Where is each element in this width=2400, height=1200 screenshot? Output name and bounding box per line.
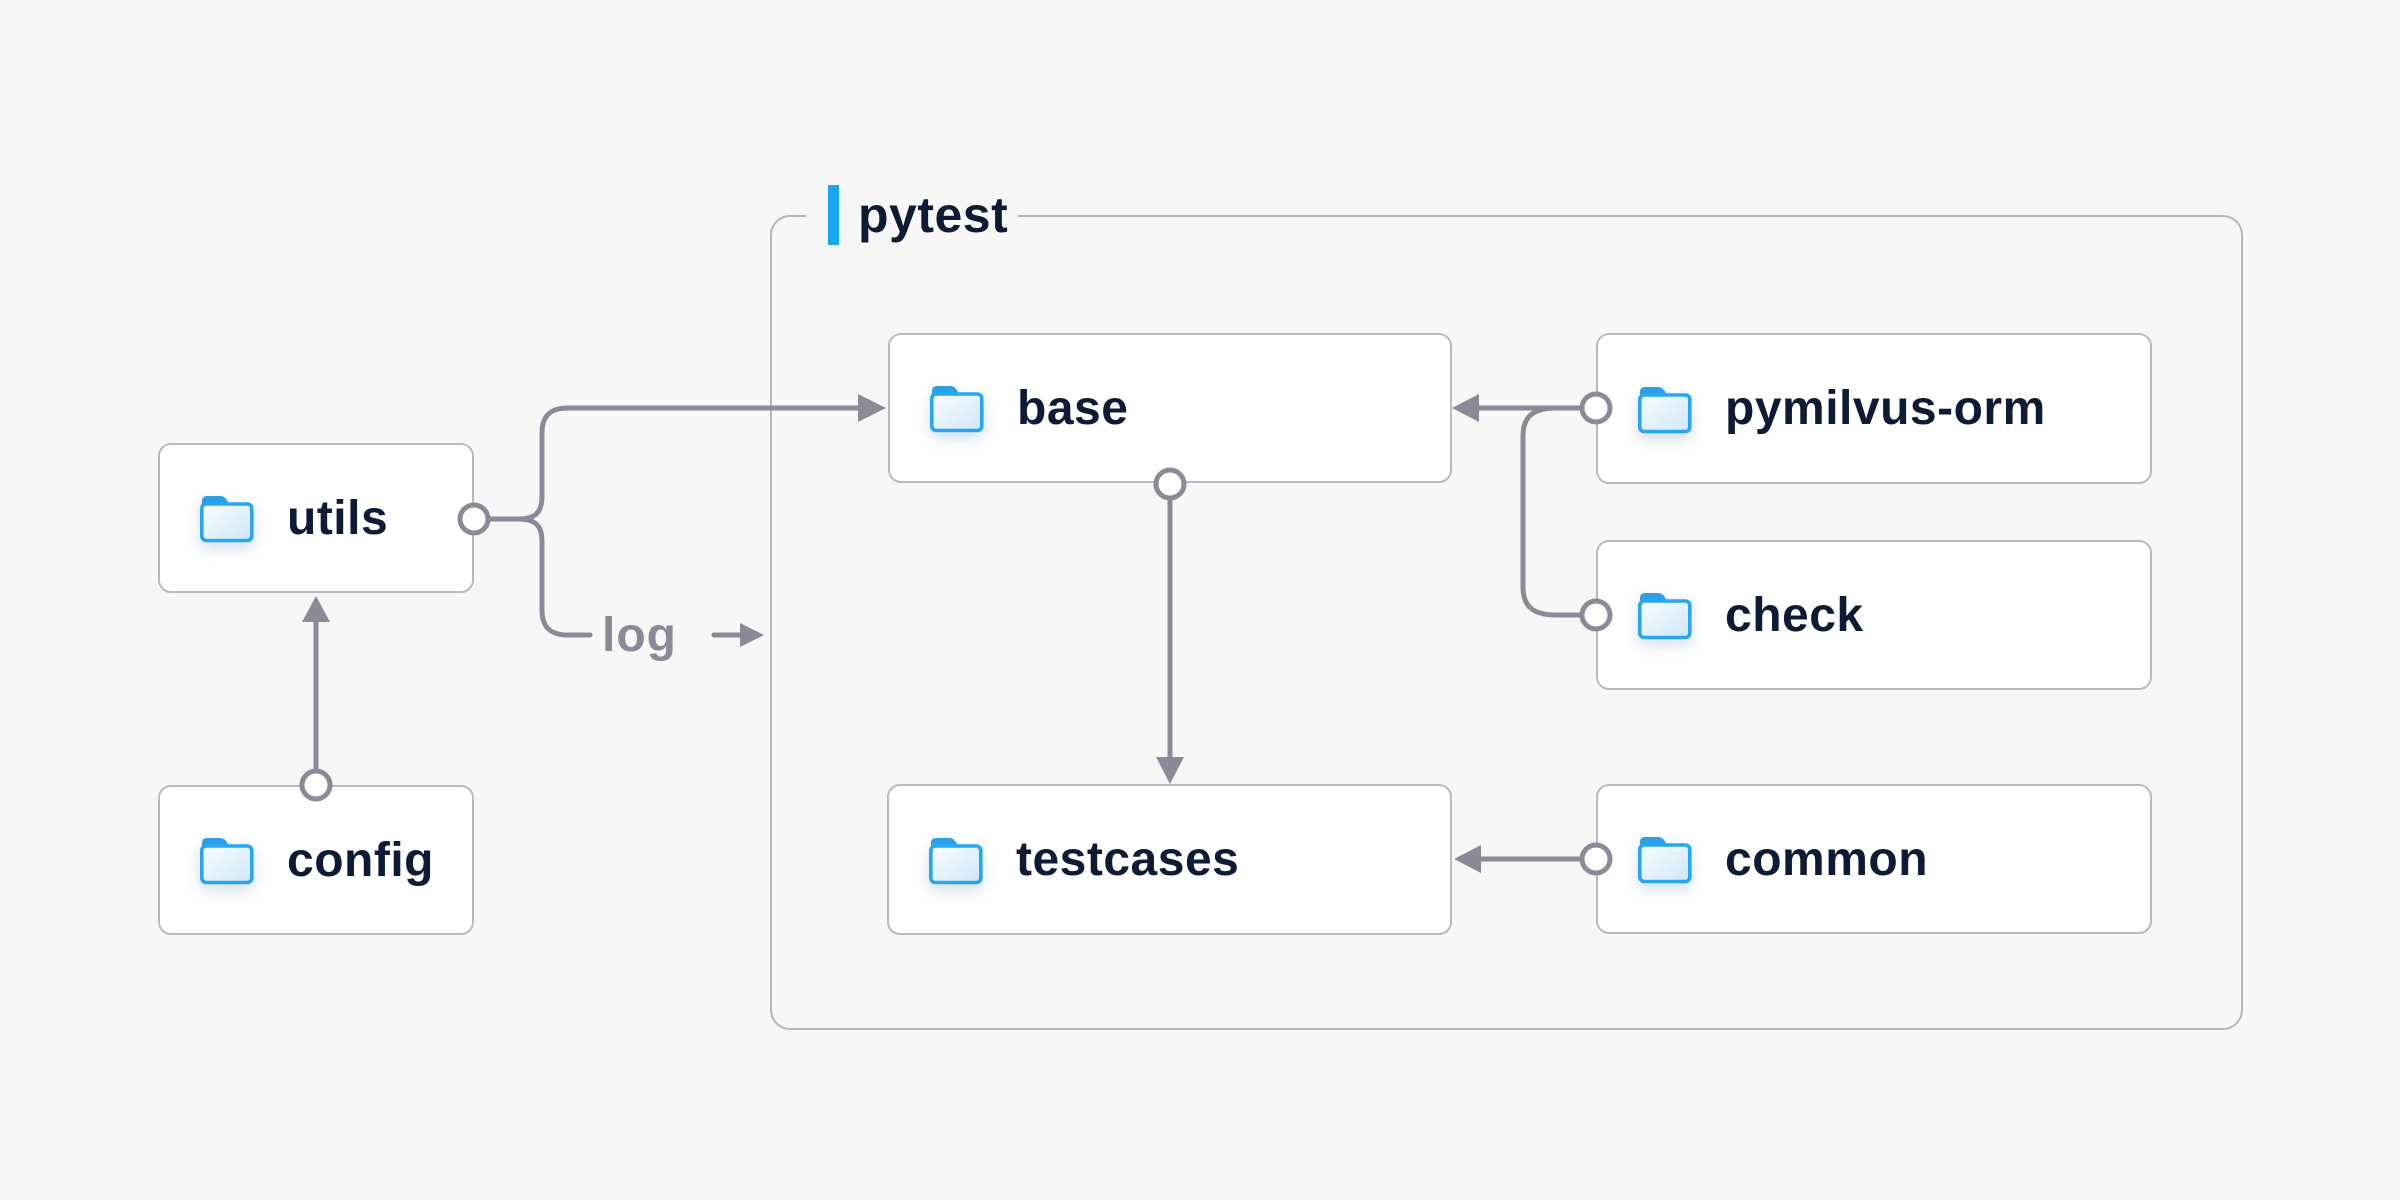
- folder-icon: [1637, 593, 1692, 640]
- node-label: config: [287, 833, 434, 887]
- folder-icon: [1637, 837, 1692, 884]
- folder-icon: [1637, 386, 1692, 433]
- accent-bar-icon: [828, 185, 839, 245]
- edge-label-log: log: [602, 608, 677, 662]
- node-testcases: testcases: [887, 784, 1452, 935]
- node-utils: utils: [158, 443, 474, 593]
- folder-icon: [928, 837, 983, 884]
- node-label: common: [1725, 832, 1929, 886]
- node-pymilvus-orm: pymilvus-orm: [1596, 333, 2152, 484]
- pytest-group-label: pytest: [806, 185, 1019, 245]
- node-label: check: [1725, 588, 1864, 642]
- node-base: base: [888, 333, 1452, 483]
- pytest-group-container: [770, 215, 2243, 1030]
- folder-icon: [929, 386, 984, 433]
- group-title: pytest: [858, 187, 1009, 243]
- node-label: utils: [287, 491, 389, 545]
- folder-icon: [199, 496, 254, 543]
- folder-icon: [199, 838, 254, 885]
- node-label: testcases: [1016, 833, 1240, 886]
- arrowhead-log: [740, 623, 764, 647]
- node-check: check: [1596, 540, 2152, 690]
- node-common: common: [1596, 784, 2152, 934]
- node-label: pymilvus-orm: [1725, 382, 2046, 435]
- arrowhead-config-to-utils: [302, 596, 330, 622]
- node-label: base: [1017, 381, 1129, 435]
- node-config: config: [158, 785, 474, 935]
- edge-utils-to-log: [515, 516, 593, 638]
